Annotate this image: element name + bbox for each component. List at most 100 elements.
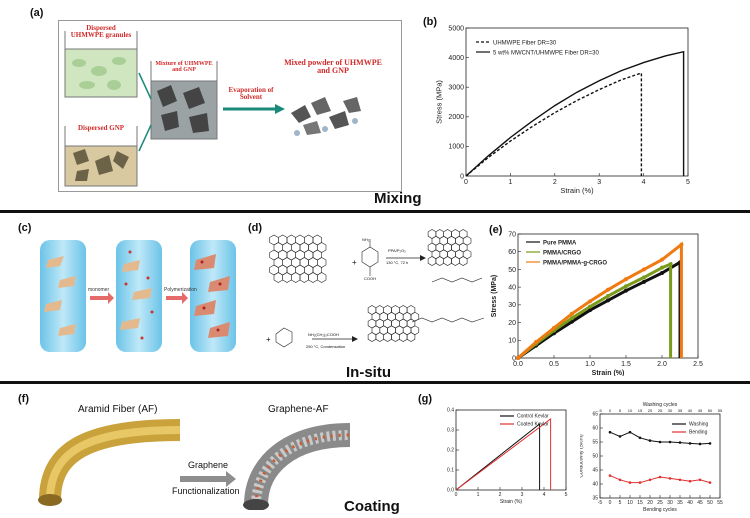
top-x-tick-label: 35 (678, 408, 683, 413)
y-tick-label: 70 (508, 231, 516, 238)
panel-c-drawing (40, 240, 236, 352)
arrow-1 (138, 72, 152, 100)
section-title-mixing: Mixing (374, 190, 422, 207)
data-point (624, 284, 628, 289)
y-tick-label: 50 (592, 454, 598, 460)
data-point (660, 270, 664, 275)
section-title-coating: Coating (344, 498, 400, 515)
data-point (708, 481, 712, 484)
data-point (668, 440, 672, 444)
reagent-1b: 130 °C, 72 h (386, 260, 409, 265)
y-tick-label: 10 (508, 338, 516, 345)
top-x-tick-label: 15 (638, 408, 643, 413)
x-tick-label: 25 (657, 500, 663, 506)
graphene-label: Graphene (188, 460, 229, 470)
y-tick-label: 20 (508, 320, 516, 327)
functionalization-label: Functionalization (172, 486, 240, 496)
top-x-tick-label: 45 (698, 408, 703, 413)
y-axis-label: Conductivity (S/cm) (580, 434, 585, 478)
data-point (708, 442, 712, 445)
benzoic-ring (361, 246, 379, 268)
series-line-2 (455, 417, 552, 491)
reagent-1: PPA/P₂O₅ (388, 248, 406, 253)
panel-a-schematic: Dispersed UHMWPE granules Dispersed GNP … (58, 20, 402, 192)
panel-letter-a: (a) (30, 7, 44, 19)
legend-label: PMMA/PMMA-g-CRGO (543, 260, 607, 266)
hexagon-ring (367, 332, 377, 342)
data-point (606, 298, 610, 303)
y-axis-label: Load (N) (440, 440, 441, 460)
beaker-mixture (150, 61, 218, 140)
legend-label: PMMA/CRGO (543, 250, 581, 256)
x-tick-label: 5 (619, 500, 622, 506)
hexagon-ring (443, 256, 452, 266)
x-axis-label: Bending cycles (643, 507, 677, 512)
plot-frame (465, 27, 689, 177)
x-tick-label: 2.5 (693, 361, 703, 368)
hexagon-ring (273, 272, 284, 283)
x-tick-label: 3 (597, 179, 601, 186)
x-tick-label: 5 (686, 179, 690, 186)
functionalization-arrow (180, 471, 236, 487)
top-x-tick-label: 25 (658, 408, 663, 413)
graphene-sheet-2 (427, 229, 472, 266)
x-axis-label: Strain (%) (560, 186, 594, 195)
data-point (516, 356, 520, 360)
panel-letter-d: (d) (248, 222, 263, 234)
x-tick-label: 45 (697, 500, 703, 506)
x-tick-label: -5 (598, 500, 603, 506)
y-axis-label: Stress (MPa) (491, 275, 498, 317)
data-point (534, 340, 538, 345)
y-tick-label: 60 (508, 249, 516, 256)
graphene-af-label: Graphene-AF (268, 404, 329, 415)
panel-letter-f: (f) (18, 393, 29, 405)
nh2-label: NH₂ (362, 237, 370, 242)
panel-letter-b: (b) (423, 16, 438, 28)
data-point (606, 287, 610, 292)
section-title-insitu: In-situ (346, 364, 391, 381)
data-point (588, 308, 592, 313)
data-point (658, 440, 662, 444)
top-x-tick-label: -5 (598, 408, 602, 413)
panel-letter-c: (c) (18, 222, 32, 234)
cylinder-1 (40, 240, 86, 352)
y-tick-label: 35 (592, 496, 598, 502)
top-x-tick-label: 55 (718, 408, 723, 413)
data-point (668, 262, 673, 267)
hexagon-ring (290, 272, 301, 283)
legend-label: UHMWPE Fiber DR=30 (493, 40, 557, 46)
data-point (552, 325, 556, 330)
x-tick-label: 2 (553, 179, 557, 186)
x-tick-label: 0 (464, 179, 468, 186)
beaker3-label: Mixture of UHMWPE and GNP (155, 61, 213, 74)
x-tick-label: 1.5 (621, 361, 631, 368)
x-tick-label: 30 (667, 500, 673, 506)
legend-label: Pure PMMA (543, 240, 577, 246)
y-tick-label: 0.4 (447, 408, 454, 414)
y-tick-label: 3000 (448, 85, 464, 92)
data-point (618, 435, 622, 438)
x-tick-label: 2.0 (657, 361, 667, 368)
monomer-label: monomer (88, 287, 110, 293)
data-point (688, 479, 692, 483)
x-tick-label: 50 (707, 500, 713, 506)
x-tick-label: 5 (565, 492, 568, 498)
caprolactam-ring (275, 327, 293, 348)
polymerization-arrow (166, 292, 188, 304)
evaporation-label: Evaporation of Solvent (228, 86, 274, 102)
x-tick-label: 0 (609, 500, 612, 506)
x-axis-label: Strain (%) (592, 370, 625, 376)
monomer-arrow (90, 292, 114, 304)
aramid-fiber (38, 419, 181, 506)
y-tick-label: 1000 (448, 144, 464, 151)
panel-f-drawing (38, 419, 351, 510)
hexagon-ring (459, 256, 468, 266)
hexagon-ring (383, 332, 392, 342)
y-tick-label: 50 (508, 267, 516, 274)
cylinder-3 (190, 240, 236, 352)
data-point (648, 439, 652, 442)
legend-label: 5 wt% MWCNT/UHMWPE Fiber DR=30 (493, 50, 600, 56)
y-tick-label: 5000 (448, 25, 464, 32)
y-tick-label: 0.3 (447, 428, 454, 434)
top-x-tick-label: 0 (609, 408, 612, 413)
